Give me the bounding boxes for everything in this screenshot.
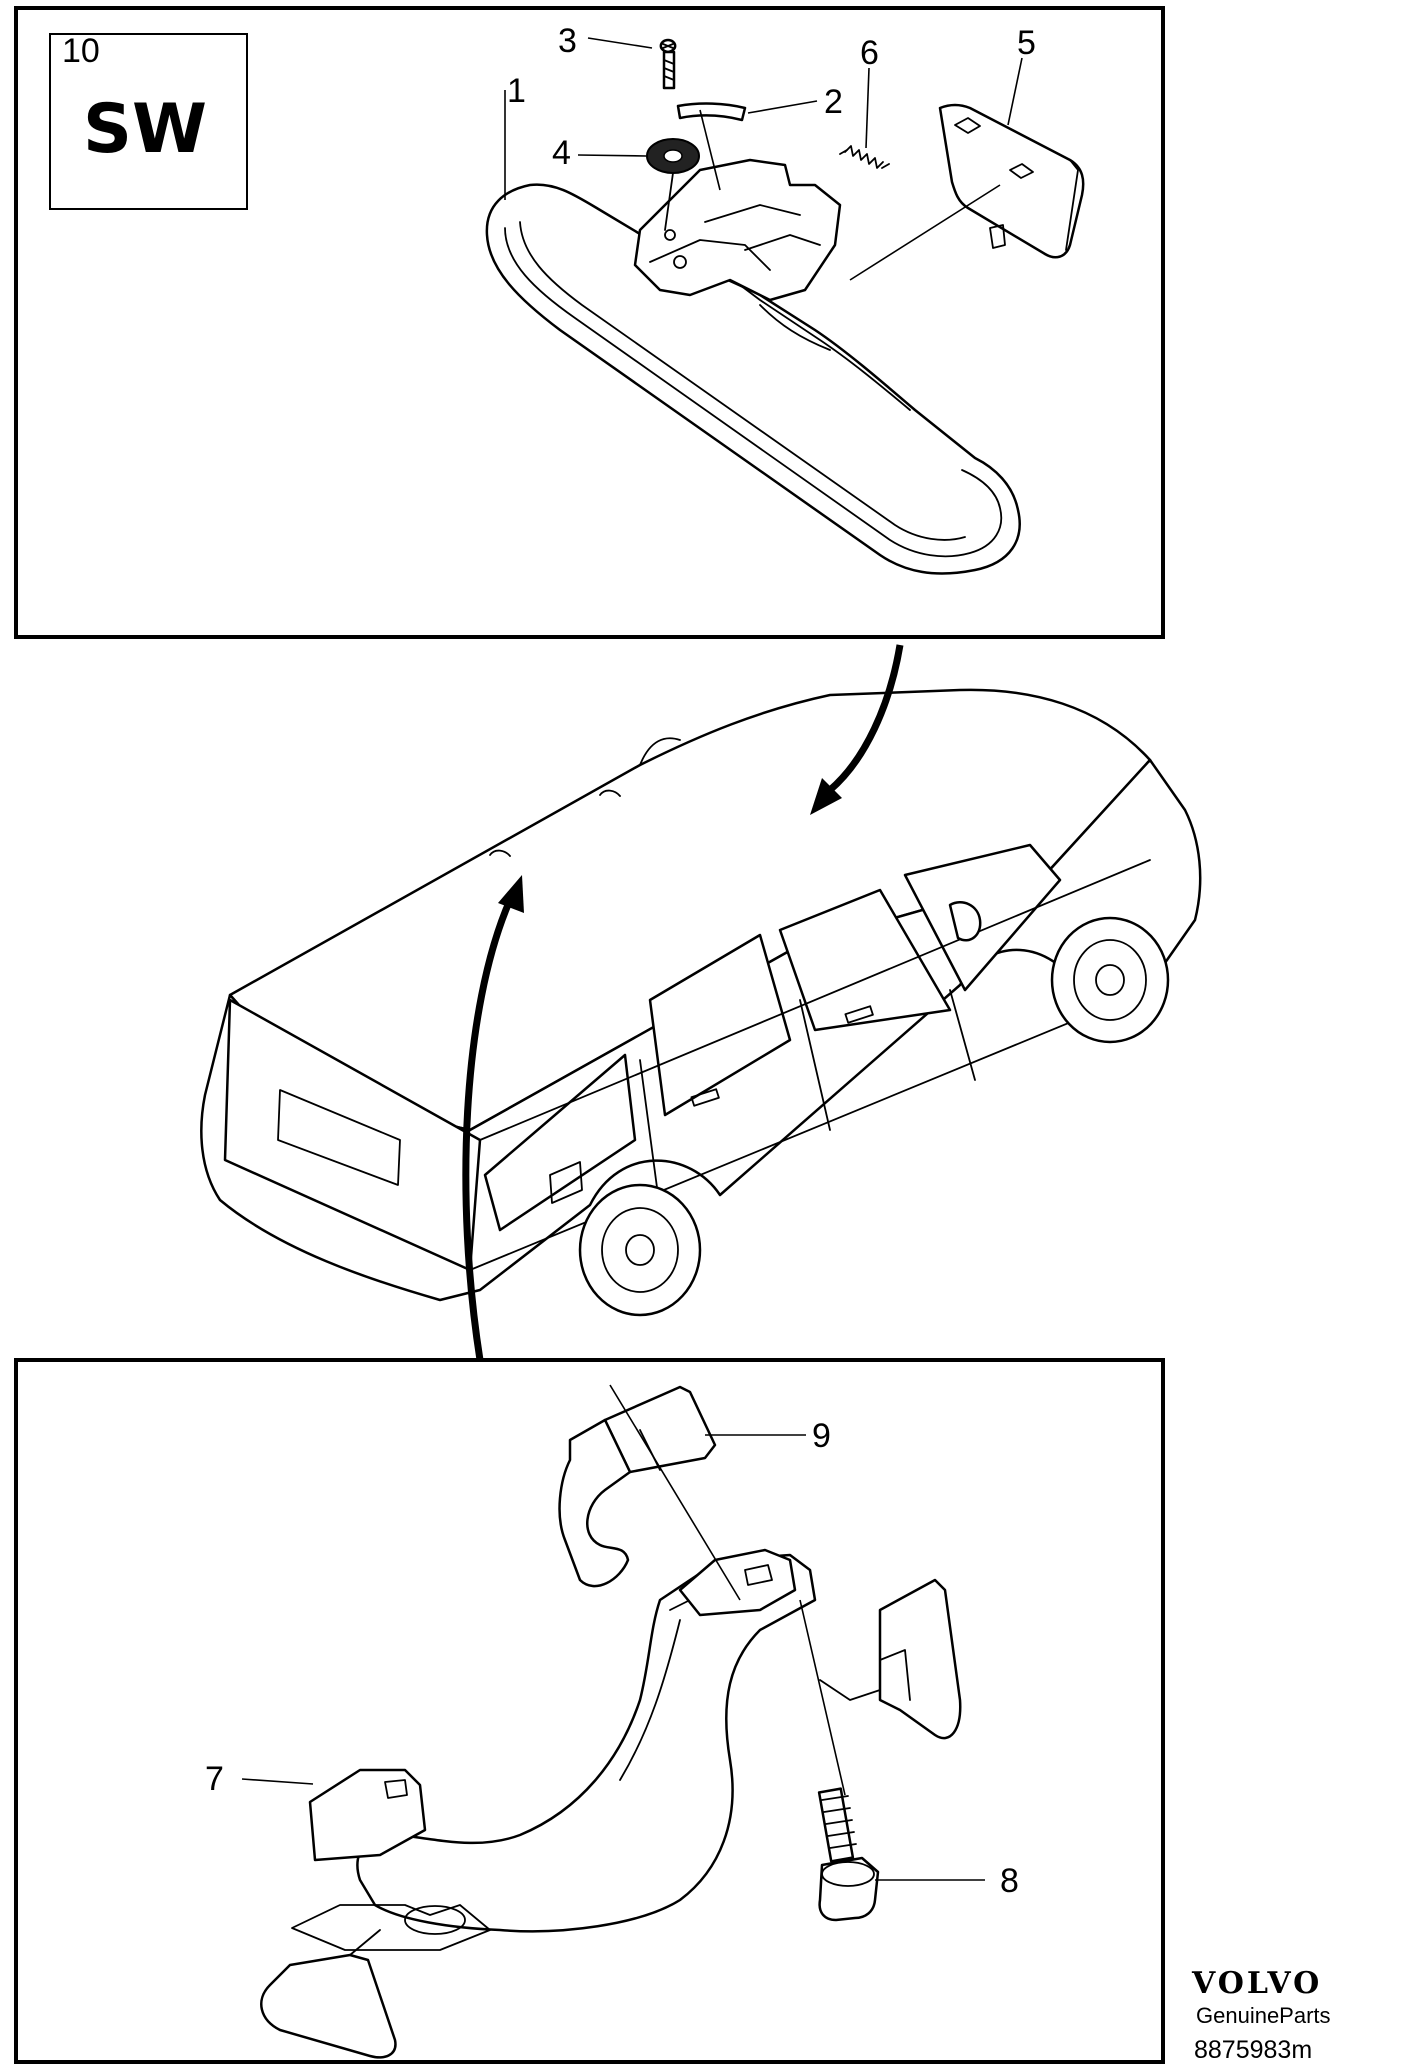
arrow-to-mirror-panel (827, 644, 904, 793)
washer-part-4 (646, 138, 700, 174)
leader-5 (1007, 57, 1023, 126)
badge-number: 10 (62, 32, 100, 70)
cover-part-5 (938, 103, 1085, 259)
cover-assembly-line (849, 184, 1001, 281)
end-cap-lower (260, 1929, 397, 2059)
clip-part-9 (558, 1385, 717, 1588)
callout-3: 3 (558, 22, 577, 60)
callout-9: 9 (812, 1417, 831, 1455)
leader-7 (241, 1778, 314, 1785)
bolt-part-8 (817, 1787, 880, 1922)
callout-5: 5 (1017, 24, 1036, 62)
leader-2 (747, 100, 818, 114)
callout-4: 4 (552, 134, 571, 172)
spring-part-6 (839, 145, 890, 169)
callout-7: 7 (205, 1760, 224, 1798)
grab-handle-part-7 (291, 1548, 817, 1951)
mirror-detail-panel (14, 6, 1165, 639)
leader-4 (577, 154, 647, 157)
mirror-mount-bracket (633, 158, 842, 302)
model-badge: 10 SW (49, 32, 248, 210)
callout-8: 8 (1000, 1862, 1019, 1900)
leader-3 (587, 37, 653, 49)
grab-handle-detail-panel (14, 1358, 1165, 2064)
arrow-to-handle-panel (462, 898, 514, 1361)
diagram-code: 8875983m (1194, 2036, 1312, 2064)
pad-part-2 (676, 102, 747, 122)
leader-6 (865, 67, 870, 149)
callout-6: 6 (860, 34, 879, 72)
pad-assembly-line (699, 109, 721, 191)
end-cap-upper (819, 1578, 962, 1740)
volvo-logo-text: VOLVO (1191, 1966, 1322, 2001)
bolt-assembly-line (799, 1599, 846, 1796)
clip-assembly-line (609, 1384, 741, 1601)
callout-1: 1 (507, 72, 526, 110)
station-wagon-car (200, 688, 1202, 1317)
screw-part-3 (659, 38, 677, 90)
callout-2: 2 (824, 83, 843, 121)
brand-tagline: GenuineParts (1196, 2003, 1331, 2028)
badge-code: SW (83, 90, 207, 169)
rear-view-mirror (485, 183, 1021, 575)
